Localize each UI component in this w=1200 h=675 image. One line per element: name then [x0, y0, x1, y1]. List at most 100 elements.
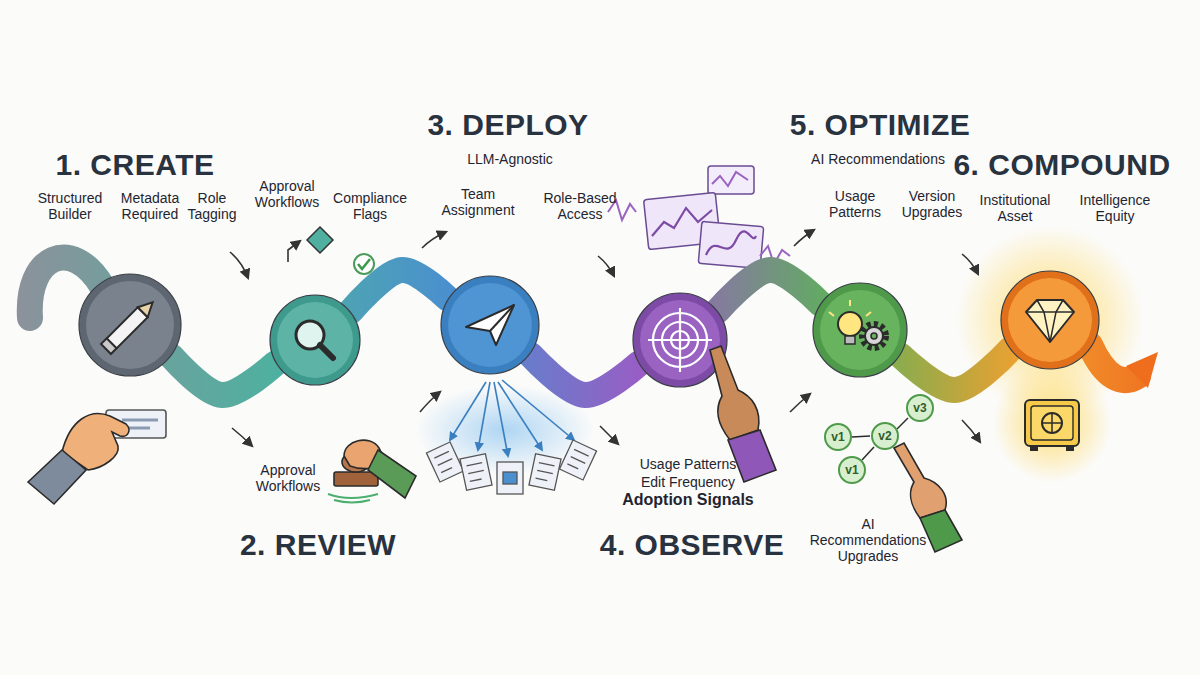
ray — [866, 312, 871, 316]
leader-arrow — [794, 230, 814, 246]
circle-fill — [640, 300, 720, 380]
stage-circle: 1. CREATE — [78, 273, 182, 377]
document-line — [539, 463, 555, 466]
flowchart-diamond — [307, 227, 333, 253]
document-line — [470, 479, 482, 481]
pencil-body — [107, 307, 148, 348]
version-chain — [825, 395, 962, 552]
circle-fill — [820, 290, 900, 370]
version-bubble — [825, 424, 851, 450]
chart-line — [712, 172, 748, 186]
document-line — [467, 463, 483, 466]
card-line — [122, 427, 150, 430]
flow-ribbon — [351, 270, 448, 311]
document-sheet — [426, 442, 463, 482]
gem-facet — [1026, 311, 1074, 313]
chart-line — [706, 231, 756, 255]
circle-ring — [441, 276, 539, 374]
version-arrows — [852, 418, 908, 460]
stage-heading: 3. DEPLOY — [378, 107, 638, 143]
leader-arrow — [600, 426, 618, 444]
chart-panels — [608, 166, 790, 269]
gear-teeth — [862, 324, 886, 348]
version-bubble — [839, 457, 865, 483]
circle-fill — [86, 281, 174, 369]
gem — [1026, 300, 1074, 342]
signal-squiggle — [608, 200, 636, 220]
diamond-icon — [1026, 300, 1074, 342]
vault-door — [1031, 406, 1073, 440]
stage-circle: 4. OBSERVE — [632, 292, 728, 388]
deploy-arrow — [498, 382, 542, 450]
stage-detail: Usage Patterns — [603, 456, 773, 472]
flow-ribbon — [171, 356, 275, 395]
stage-heading: 6. COMPOUND — [932, 147, 1192, 183]
flow-ribbon — [901, 350, 1010, 390]
plane-fold — [490, 305, 514, 331]
version-arrow — [897, 418, 908, 429]
card-hand — [28, 410, 166, 504]
document-block — [503, 472, 517, 484]
stage-detail: Role Tagging — [182, 190, 242, 222]
ray — [849, 300, 851, 306]
vault-foot — [1066, 446, 1074, 451]
circle-outline — [632, 292, 728, 388]
stage-circle: 3. DEPLOY — [440, 275, 540, 375]
document-line — [434, 451, 449, 458]
target-ring — [662, 322, 698, 358]
document-sheet — [529, 454, 561, 491]
version-arrow — [862, 447, 874, 460]
document — [426, 442, 463, 482]
document-line — [536, 478, 548, 480]
stage-circle: 2. REVIEW — [269, 294, 361, 386]
vault-icon — [1025, 400, 1079, 451]
gear — [865, 327, 883, 345]
stage-detail: Edit Frequency — [603, 474, 773, 490]
version-tag: v3 — [907, 401, 933, 415]
stage-circle: 5. OPTIMIZE — [812, 282, 908, 378]
circle-outline — [1000, 270, 1100, 370]
stage-detail: Structured Builder — [30, 190, 110, 222]
stage-heading: 5. OPTIMIZE — [750, 107, 1010, 143]
target-cross — [648, 339, 712, 341]
leader-arrow — [598, 256, 614, 276]
version-arrow — [852, 436, 870, 437]
version-tag: v2 — [872, 429, 898, 443]
magnifier-handle — [320, 345, 333, 358]
stage-detail: Institutional Asset — [970, 192, 1060, 224]
sleeve — [920, 510, 962, 552]
sleeve — [368, 450, 416, 498]
stage-detail: Intelligence Equity — [1070, 192, 1160, 224]
stage-heading: 2. REVIEW — [188, 527, 448, 563]
vault-foot — [1030, 446, 1038, 451]
vault-dial-spoke — [1042, 422, 1062, 424]
document-line — [574, 449, 589, 456]
circle-fill — [448, 283, 532, 367]
document — [559, 440, 596, 480]
stage-detail: LLM-Agnostic — [430, 151, 590, 167]
stamp-hand — [328, 440, 416, 502]
leader-arrow — [232, 428, 252, 446]
bulb-base — [845, 336, 855, 344]
document-line — [441, 468, 452, 473]
stamp-mark — [328, 494, 378, 498]
magnifier-lens — [296, 321, 324, 349]
bulb-glass — [838, 312, 862, 336]
stamp-handle — [342, 452, 370, 472]
target-cross — [679, 308, 681, 372]
document — [460, 454, 492, 491]
pencil-eraser — [101, 338, 117, 354]
document-line — [571, 457, 586, 464]
stage-detail: Approval Workflows — [248, 462, 328, 494]
document-sheet — [497, 462, 523, 494]
hand — [894, 443, 946, 518]
target-ring — [671, 331, 689, 349]
sleeve — [28, 450, 86, 504]
vault-body — [1025, 400, 1079, 446]
stage-detail: AI Recommendations — [788, 151, 968, 167]
flow-ribbon — [530, 355, 638, 395]
flow-ribbon — [718, 270, 820, 311]
hand — [344, 440, 386, 468]
gear-hub — [871, 333, 877, 339]
